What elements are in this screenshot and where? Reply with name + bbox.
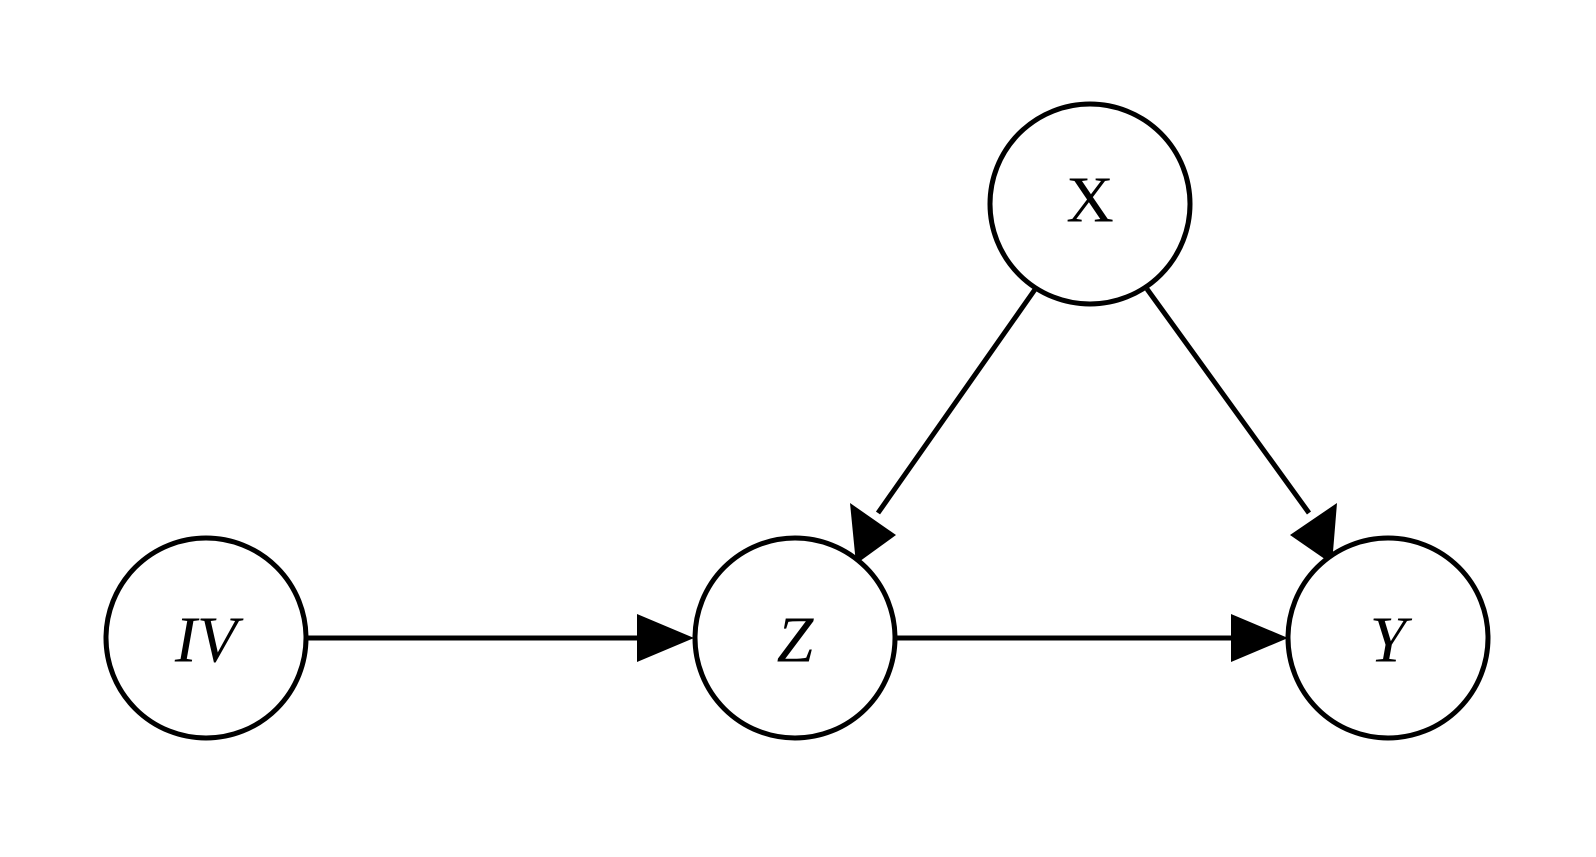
node-iv-label: IV — [174, 604, 244, 677]
edge-z-to-y[interactable] — [895, 614, 1288, 662]
node-x-circle — [987, 101, 1193, 307]
node-x-label: X — [1066, 164, 1114, 237]
edge-z-to-y-arrowhead — [1231, 614, 1288, 662]
node-z[interactable]: Z — [692, 535, 898, 741]
node-y[interactable]: Y — [1285, 535, 1491, 741]
edge-x-to-z[interactable] — [850, 286, 1039, 564]
node-z-circle — [692, 535, 898, 741]
edge-iv-to-z[interactable] — [308, 614, 694, 662]
edge-x-to-y-arrowhead — [1290, 503, 1337, 564]
node-y-circle — [1285, 535, 1491, 741]
edge-x-to-z-shaft — [875, 286, 1039, 515]
node-y-label: Y — [1370, 604, 1413, 677]
node-x[interactable]: X — [987, 101, 1193, 307]
edge-x-to-z-arrowhead — [850, 503, 896, 564]
node-z-label: Z — [777, 604, 815, 677]
edge-iv-to-z-arrowhead — [637, 614, 694, 662]
node-iv[interactable]: IV — [103, 535, 309, 741]
node-iv-circle — [103, 535, 309, 741]
edge-x-to-y[interactable] — [1144, 287, 1337, 564]
edge-x-to-y-shaft — [1144, 287, 1312, 515]
